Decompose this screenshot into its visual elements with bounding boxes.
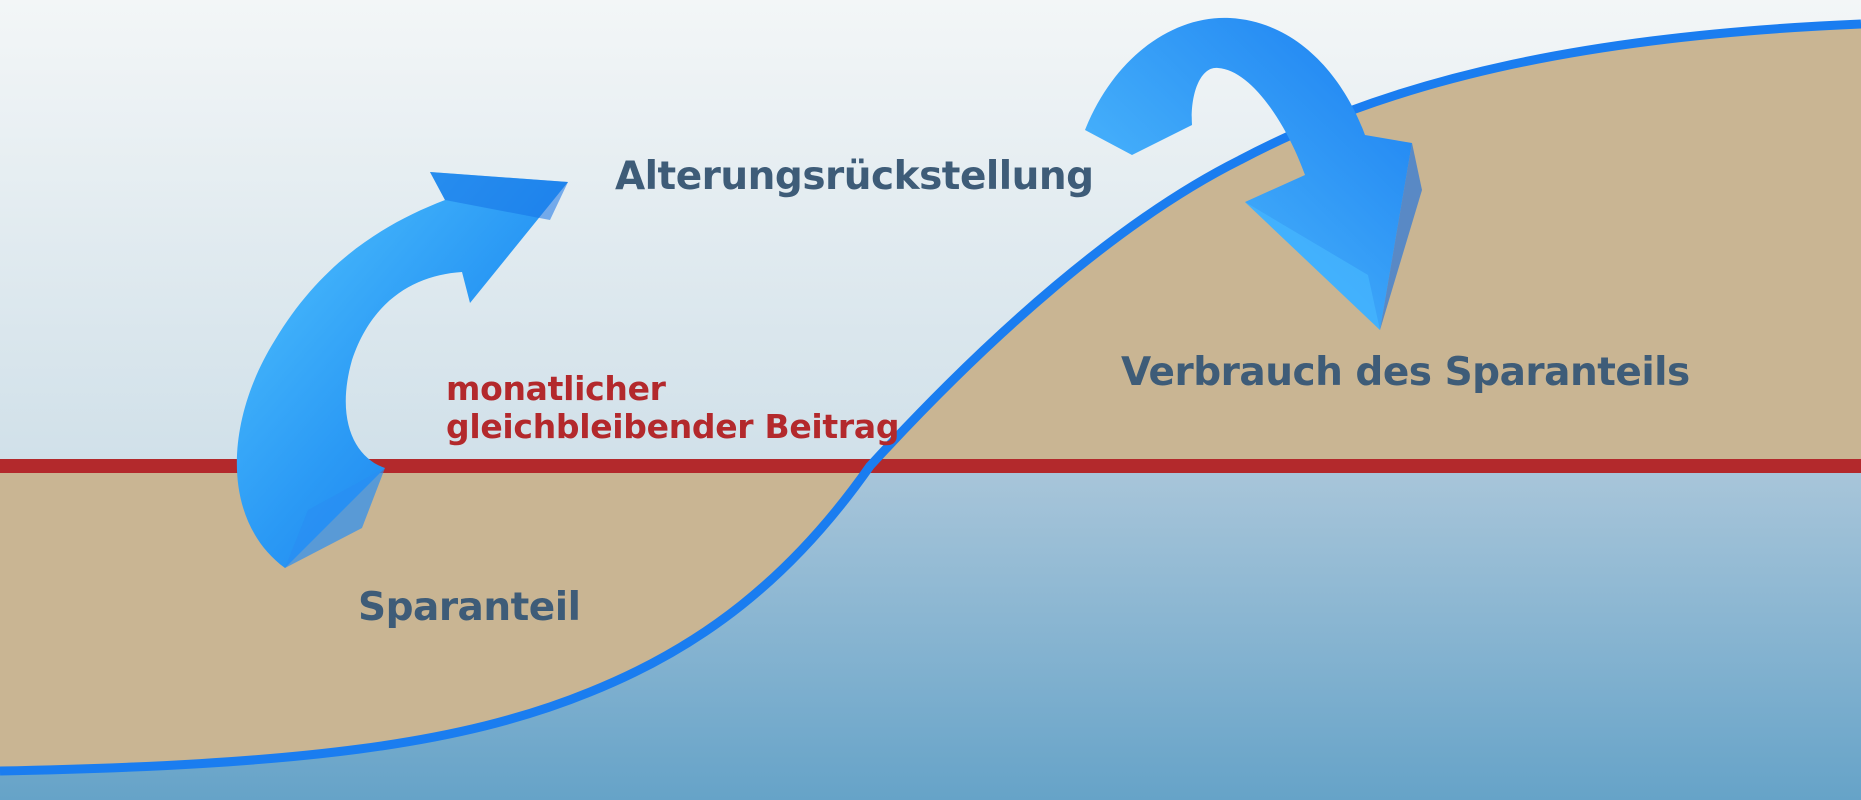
contribution-line: [0, 459, 1861, 473]
label-sparanteil: Sparanteil: [358, 585, 581, 630]
label-monthly-contribution-line2: gleichbleibender Beitrag: [446, 407, 900, 446]
curved-arrow-down-icon: [1085, 17, 1422, 330]
savings-curve: [0, 19, 1861, 776]
label-monthly-contribution-line1: monatlicher: [446, 369, 666, 408]
savings-area-lower: [0, 466, 870, 771]
label-verbrauch: Verbrauch des Sparanteils: [1121, 350, 1690, 395]
label-monthly-contribution: monatlicher gleichbleibender Beitrag: [446, 370, 899, 446]
curved-arrow-up-icon: [236, 172, 568, 568]
label-alterungsrueckstellung: Alterungsrückstellung: [615, 154, 1094, 199]
